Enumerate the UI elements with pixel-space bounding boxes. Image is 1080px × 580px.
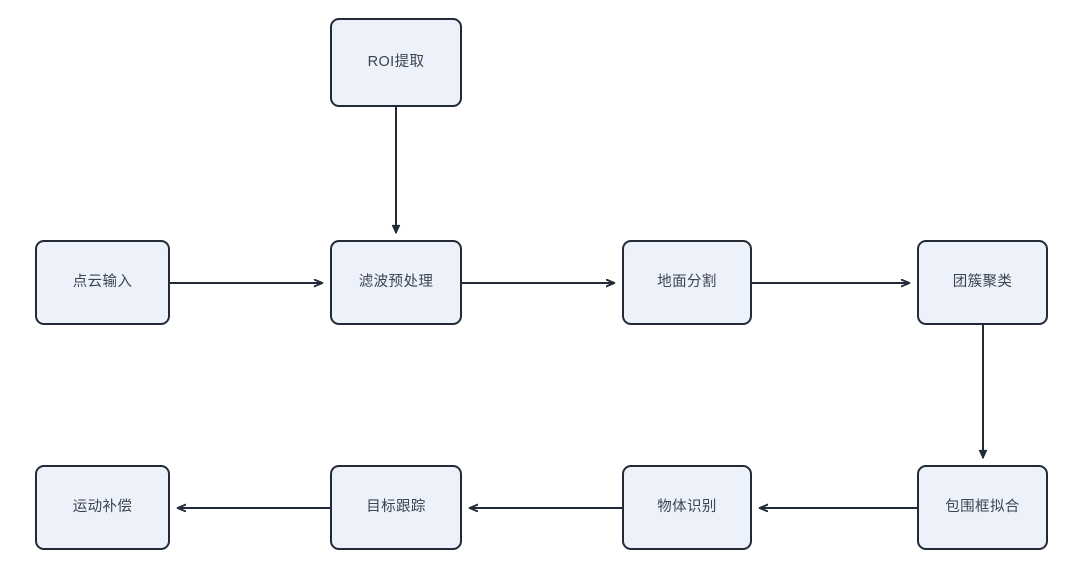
node-target-tracking[interactable]: 目标跟踪 [330,465,462,550]
node-label: 地面分割 [657,274,717,291]
node-roi-extraction[interactable]: ROI提取 [330,18,462,107]
node-object-recognition[interactable]: 物体识别 [622,465,752,550]
node-ground-segmentation[interactable]: 地面分割 [622,240,752,325]
node-cluster-clustering[interactable]: 团簇聚类 [917,240,1048,325]
node-label: 滤波预处理 [358,274,434,291]
node-point-cloud-input[interactable]: 点云输入 [35,240,170,325]
node-label: 运动补偿 [72,499,133,516]
node-motion-compensation[interactable]: 运动补偿 [35,465,170,550]
node-filter-preprocessing[interactable]: 滤波预处理 [330,240,462,325]
node-label: ROI提取 [367,54,425,71]
node-bounding-box-fitting[interactable]: 包围框拟合 [917,465,1048,550]
node-label: 团簇聚类 [952,274,1013,291]
node-label: 目标跟踪 [366,499,426,516]
node-label: 包围框拟合 [945,499,1020,516]
node-label: 点云输入 [72,274,133,291]
node-label: 物体识别 [657,499,717,516]
